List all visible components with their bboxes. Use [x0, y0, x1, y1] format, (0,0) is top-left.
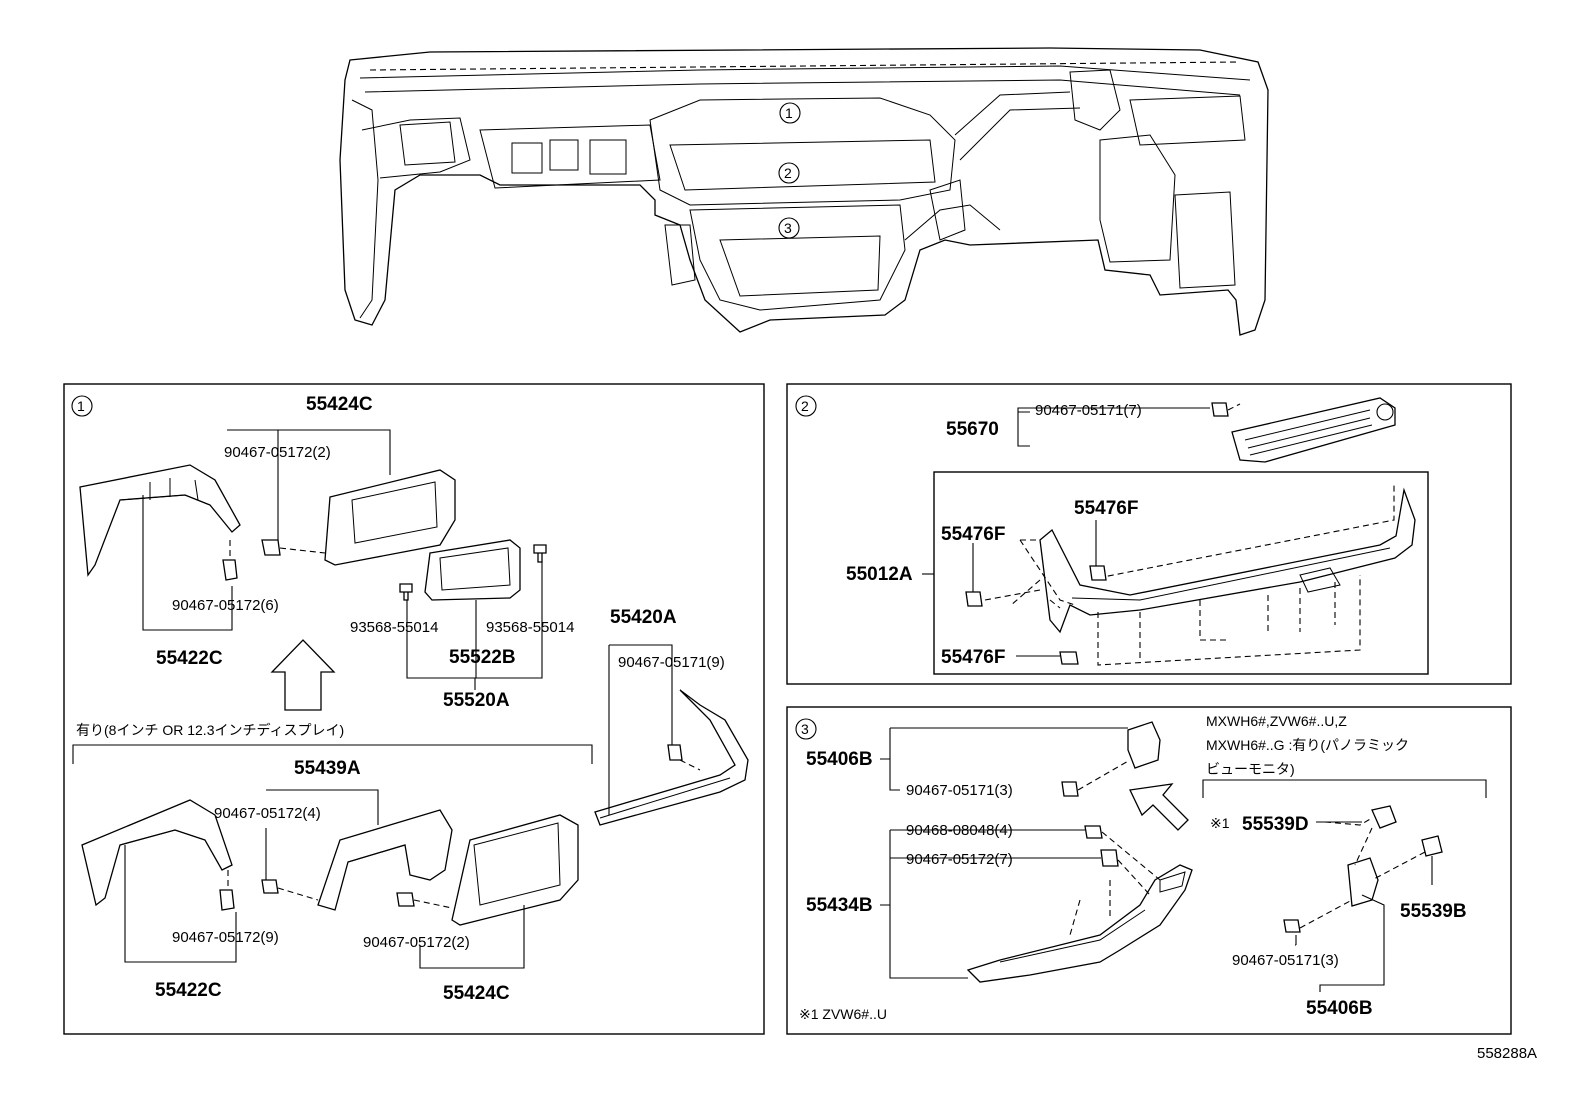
clip-90467-05172-2-top-icon	[261, 539, 281, 556]
label-90467-05172-7: 90467-05172(7)	[906, 851, 1013, 868]
note-model-line-1: MXWH6#,ZVW6#..U,Z	[1206, 713, 1347, 729]
label-ref-mark: ※1	[1210, 815, 1230, 831]
clip-90467-05172-9-icon	[219, 889, 235, 911]
label-90467-05172-2-bottom: 90467-05172(2)	[363, 934, 470, 951]
detail-panel-2: 2 55670 90467-05171(7)	[786, 383, 1512, 685]
clip-90467-05172-2-bottom-icon	[396, 892, 415, 907]
panel-2-frame	[786, 383, 1512, 685]
label-55422C-top: 55422C	[156, 648, 223, 669]
label-55434B: 55434B	[806, 895, 873, 916]
overview-callout-1-label: 1	[785, 105, 793, 121]
label-90468-08048-4: 90468-08048(4)	[906, 822, 1013, 839]
part-55012A	[1039, 487, 1416, 634]
clip-55476F-b-icon	[965, 591, 983, 607]
part-55539D	[1371, 805, 1397, 829]
detail-panel-1: 1 55424C 90467-05172	[63, 383, 765, 1035]
label-55670: 55670	[946, 419, 999, 440]
up-arrow-icon	[270, 639, 336, 711]
clip-90467-05171-9-icon	[667, 744, 683, 761]
figure-id: 558288A	[1477, 1045, 1537, 1062]
overview-callout-2-label: 2	[784, 165, 792, 181]
part-55406B-bottom	[1347, 857, 1379, 907]
label-90467-05171-3-top: 90467-05171(3)	[906, 782, 1013, 799]
part-55670	[1231, 397, 1396, 463]
part-55539B	[1421, 835, 1443, 857]
part-55424C-top	[324, 469, 456, 566]
screw-93568-55014-left-icon	[399, 583, 413, 601]
footnote-zvw6u: ※1 ZVW6#..U	[799, 1006, 887, 1022]
clip-90467-05171-3-bottom-icon	[1283, 919, 1301, 933]
overview-callout-2	[778, 162, 800, 184]
panel-3-number-circle	[795, 718, 817, 740]
label-55476F-a: 55476F	[1074, 498, 1138, 519]
clip-55476F-a-icon	[1089, 565, 1107, 581]
label-93568-55014-left: 93568-55014	[350, 619, 438, 636]
label-90467-05172-9: 90467-05172(9)	[172, 929, 279, 946]
part-55424C-bottom	[451, 814, 579, 926]
model-note-bracket	[1202, 779, 1487, 798]
label-55012A: 55012A	[846, 564, 913, 585]
label-55539B: 55539B	[1400, 901, 1467, 922]
label-55406B-bottom: 55406B	[1306, 998, 1373, 1019]
part-55406B-top	[1127, 721, 1161, 769]
panel-3-number: 3	[801, 721, 809, 737]
label-90467-05171-9: 90467-05171(9)	[618, 654, 725, 671]
note-model-line-2: MXWH6#..G :有り(パノラミック	[1206, 737, 1409, 753]
clip-90467-05171-7-icon	[1211, 402, 1229, 417]
part-55420A	[594, 689, 749, 826]
overview-callout-1	[779, 102, 801, 124]
panel-1-number-circle	[71, 395, 93, 417]
clip-90467-05172-7-icon	[1100, 849, 1119, 867]
part-55522B	[424, 539, 521, 601]
label-90467-05172-2-top: 90467-05172(2)	[224, 444, 331, 461]
panel-2-number: 2	[801, 398, 809, 414]
condition-bracket	[72, 744, 593, 764]
part-55422C-top	[79, 464, 241, 577]
label-90467-05171-7: 90467-05171(7)	[1035, 402, 1142, 419]
clip-55476F-c-icon	[1059, 651, 1079, 665]
panel-3-frame	[786, 706, 1512, 1035]
label-55424C-top: 55424C	[306, 394, 373, 415]
label-55520A: 55520A	[443, 690, 510, 711]
screw-93568-55014-right-icon	[533, 544, 547, 563]
instrument-panel-overview: 1 2 3	[339, 47, 1269, 336]
clip-90467-05172-6-icon	[222, 559, 238, 581]
panel-2-number-circle	[795, 395, 817, 417]
note-model-line-3: ビューモニタ)	[1206, 761, 1295, 777]
label-55406B-top: 55406B	[806, 749, 873, 770]
label-55476F-b: 55476F	[941, 524, 1005, 545]
label-55476F-c: 55476F	[941, 647, 1005, 668]
label-93568-55014-right: 93568-55014	[486, 619, 574, 636]
up-left-arrow-icon	[1129, 783, 1189, 831]
panel-2-subframe	[933, 471, 1429, 675]
label-55422C-bottom: 55422C	[155, 980, 222, 1001]
detail-panel-3: 3 55406B 90467-05171(3) 90468-08048(4) 9…	[786, 706, 1512, 1035]
label-90467-05172-6: 90467-05172(6)	[172, 597, 279, 614]
label-55424C-bottom: 55424C	[443, 983, 510, 1004]
panel-1-frame	[63, 383, 765, 1035]
part-55434B	[966, 864, 1193, 983]
panel-1-number: 1	[77, 398, 85, 414]
part-55439A	[317, 809, 453, 911]
label-55420A: 55420A	[610, 607, 677, 628]
note-display-condition: 有り(8インチ OR 12.3インチディスプレイ)	[76, 722, 344, 738]
overview-callout-3-label: 3	[784, 220, 792, 236]
clip-90467-05172-4-icon	[261, 879, 279, 894]
clip-90468-08048-4-icon	[1084, 825, 1103, 839]
label-90467-05171-3-bottom: 90467-05171(3)	[1232, 952, 1339, 969]
clip-90467-05171-3-top-icon	[1061, 781, 1079, 797]
label-90467-05172-4: 90467-05172(4)	[214, 805, 321, 822]
overview-callout-3	[778, 217, 800, 239]
part-55422C-bottom	[81, 799, 233, 907]
label-55522B: 55522B	[449, 647, 516, 668]
label-55439A: 55439A	[294, 758, 361, 779]
label-55539D: 55539D	[1242, 814, 1309, 835]
